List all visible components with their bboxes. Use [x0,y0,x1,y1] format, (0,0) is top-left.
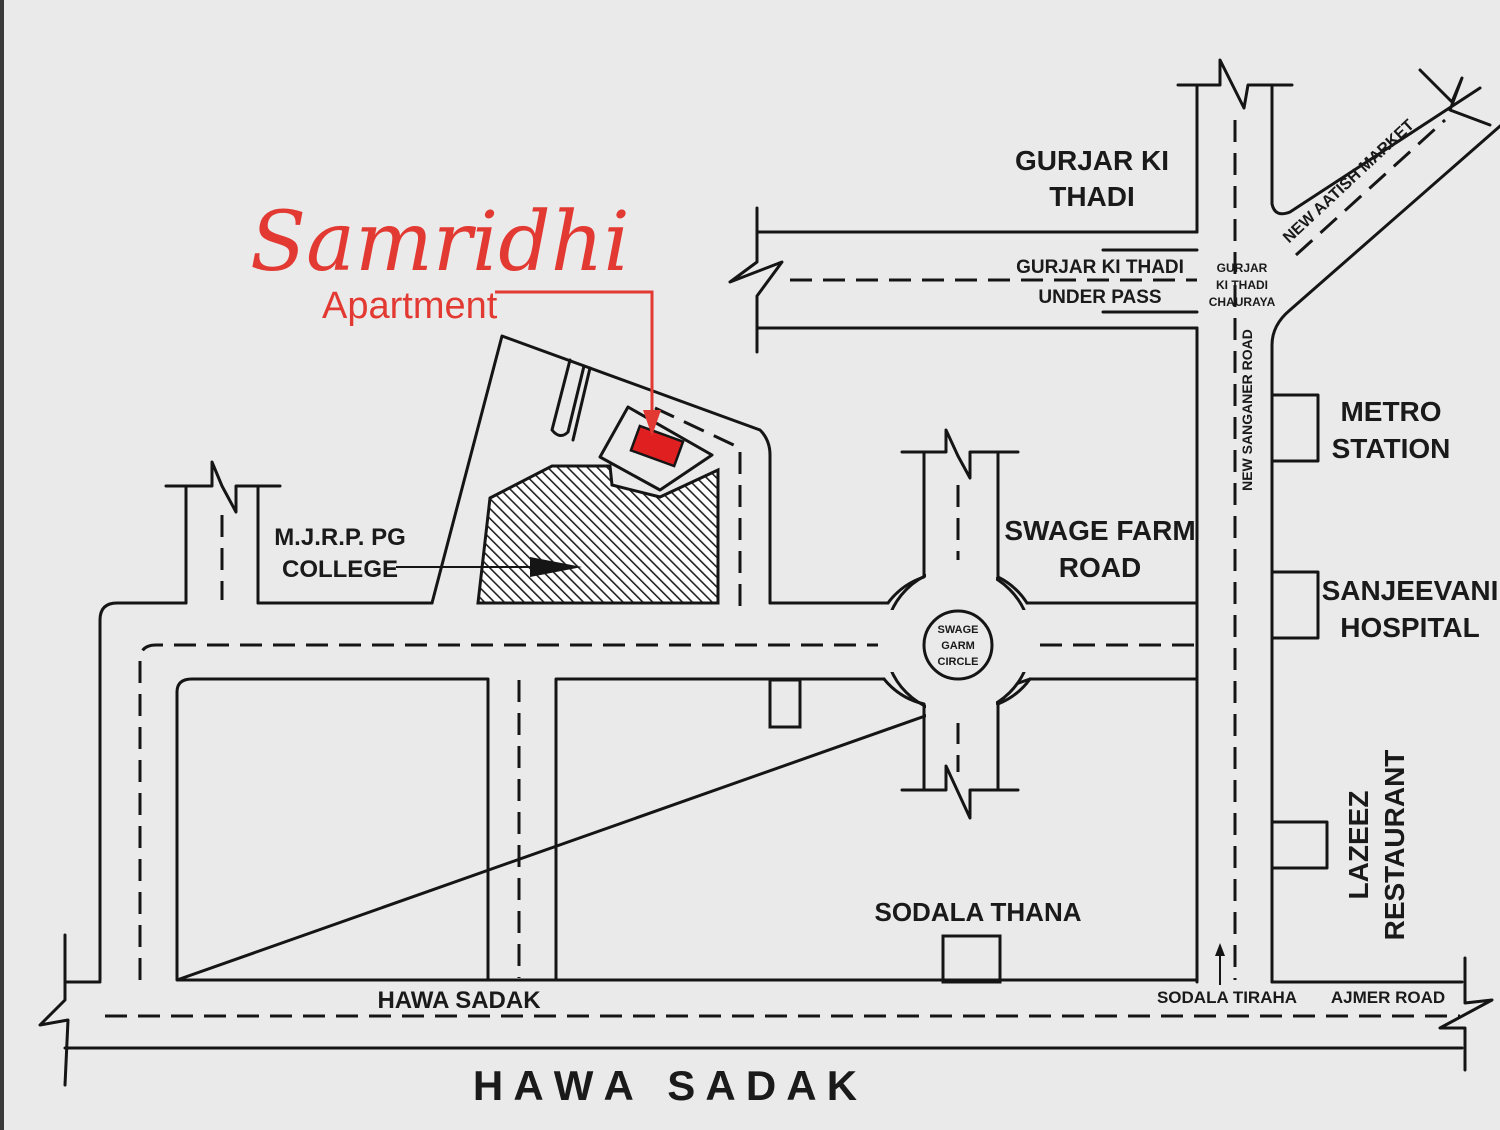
label-ajmer-road: AJMER ROAD [1331,988,1445,1007]
label-college-2: COLLEGE [282,556,398,583]
swage-garm-circle [922,609,994,681]
label-metro-station-1: METRO [1340,396,1441,427]
label-underpass-2: UNDER PASS [1038,287,1161,308]
aatish-market-centerline [1294,118,1447,257]
pointer-line [495,290,654,420]
road-centerline-main [138,643,1197,980]
label-sodala-thana: SODALA THANA [874,897,1081,927]
road-edge-lower [175,677,1199,982]
left-stub-road [164,460,282,605]
label-gurjar-ki-thadi: GURJAR KI [1015,145,1169,176]
label-circle-1: SWAGE [938,624,979,636]
apartment-marker [629,424,685,468]
inner-lane [654,406,742,606]
label-metro-station-2: STATION [1332,433,1451,464]
label-sodala-tiraha: SODALA TIRAHA [1157,988,1297,1007]
road-edge-top [98,601,1199,982]
label-swage-farm-road-1: SWAGE FARM [1004,515,1195,546]
building-mini [768,678,802,729]
sodala-thana-box [941,934,1002,984]
label-chauraya-3: CHAURAYA [1209,295,1276,309]
label-circle-2: GARM [941,640,975,652]
label-underpass-1: GURJAR KI THADI [1016,257,1184,278]
label-hospital-1: SANJEEVANI [1322,575,1499,606]
roundabout-arcs [882,575,1032,706]
sodala-tiraha-arrowhead [1215,943,1225,956]
label-hawa-sadak-big: H A W A S A D A K [473,1062,857,1109]
label-chauraya-2: KI THADI [1216,278,1268,292]
hawa-sadak-break-left [38,933,70,1087]
notch-2 [571,366,592,442]
label-restaurant-1: LAZEEZ [1343,791,1374,900]
label-gurjar-ki-thadi-2: THADI [1049,181,1135,212]
restaurant-box [1270,820,1329,870]
label-hospital-2: HOSPITAL [1340,612,1479,643]
metro-station-box [1270,393,1320,463]
college-arrow-head [530,557,582,577]
label-restaurant-2: RESTAURANT [1379,750,1410,941]
apartment-lot [598,405,714,492]
hospital-box [1270,570,1320,640]
notch-1 [550,358,586,437]
label-swage-farm-road-2: ROAD [1059,552,1141,583]
label-new-aatish-market: NEW AATISH MARKET [1280,117,1418,247]
pointer-arrowhead [643,410,661,436]
college-boundary [430,334,772,605]
label-college-1: M.J.R.P. PG [274,524,406,551]
label-new-sanganer-road: NEW SANGANER ROAD [1239,329,1255,491]
project-subtitle: Apartment [322,285,498,327]
label-hawa-sadak-small: HAWA SADAK [377,987,541,1014]
label-circle-3: CIRCLE [938,656,979,668]
roundabout-vertical-road [900,428,1020,820]
label-chauraya-1: GURJAR [1217,261,1268,275]
new-sanganer-road-edges [1176,58,1500,984]
college-building [476,464,720,605]
project-name: Samridhi [250,195,630,290]
hawa-sadak-break-right [1438,956,1494,1072]
underpass-road [728,206,1199,354]
